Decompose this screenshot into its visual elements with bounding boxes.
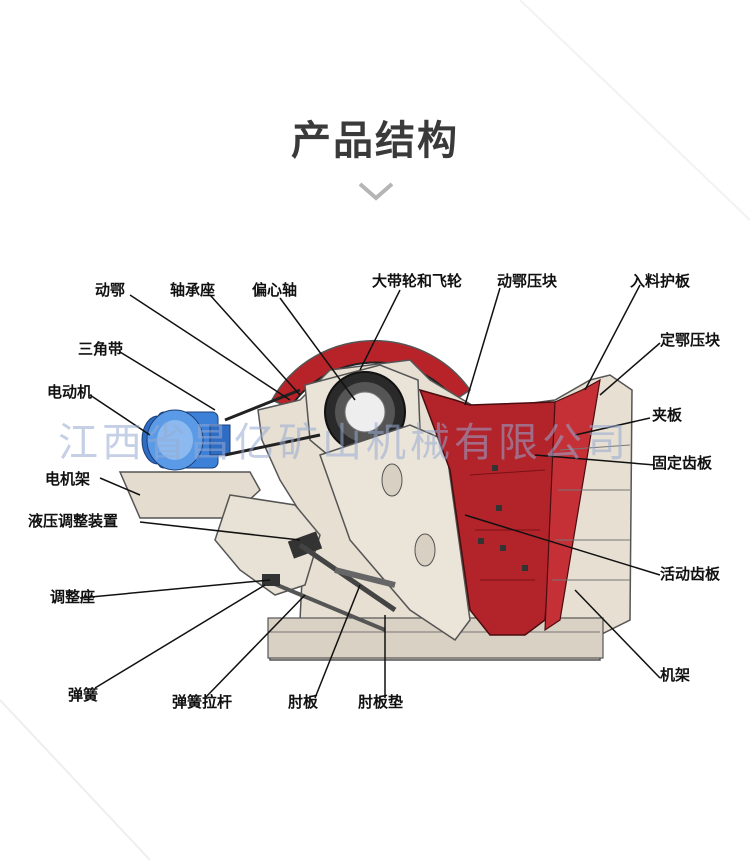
label-san-jiao-dai: 三角带 — [78, 340, 124, 358]
label-tan-huang: 弹簧 — [68, 686, 99, 704]
label-dian-ji-jia: 电机架 — [45, 470, 91, 488]
page-title: 产品结构 — [291, 118, 459, 164]
label-ji-jia: 机架 — [660, 666, 691, 684]
label-ding-e-ya-kuai: 定鄂压块 — [660, 331, 721, 349]
label-zhou-ban-dian: 肘板垫 — [358, 693, 404, 711]
swing-jaw — [319, 424, 471, 642]
hydraulic-adjuster — [214, 494, 397, 632]
label-tan-huang-la-gan: 弹簧拉杆 — [172, 693, 233, 711]
leader-lines — [79, 284, 661, 699]
label-da-dai-lun: 大带轮和飞轮 — [372, 272, 463, 290]
label-tiao-zheng-zuo: 调整座 — [50, 588, 96, 606]
watermark: 江西省昌亿矿山机械有限公司 — [58, 420, 630, 466]
electric-motor — [141, 409, 231, 471]
label-jia-ban: 夹板 — [652, 406, 683, 424]
label-dian-dong-ji: 电动机 — [47, 383, 93, 401]
v-belt-lower — [224, 433, 321, 457]
label-ye-ya-tiao-zheng: 液压调整装置 — [28, 512, 119, 530]
jaw-crusher-diagram — [79, 284, 661, 699]
label-gu-ding-chi-ban: 固定齿板 — [652, 454, 713, 472]
label-zhou-ban: 肘板 — [288, 693, 319, 711]
chevron-down-icon — [358, 182, 394, 201]
frame-ribs — [552, 444, 631, 581]
toggle-plate — [334, 567, 396, 588]
label-ru-liao-hu-ban: 入料护板 — [630, 272, 691, 290]
label-pian-xin-zhou: 偏心轴 — [252, 281, 298, 299]
v-belt — [224, 388, 301, 422]
label-dong-e: 动鄂 — [95, 281, 126, 299]
label-zhou-cheng-zuo: 轴承座 — [170, 281, 216, 299]
red-jaw-plates — [418, 378, 601, 636]
label-huo-dong-chi-ban: 活动齿板 — [660, 565, 721, 583]
label-dong-e-ya-kuai: 动鄂压块 — [497, 272, 558, 290]
